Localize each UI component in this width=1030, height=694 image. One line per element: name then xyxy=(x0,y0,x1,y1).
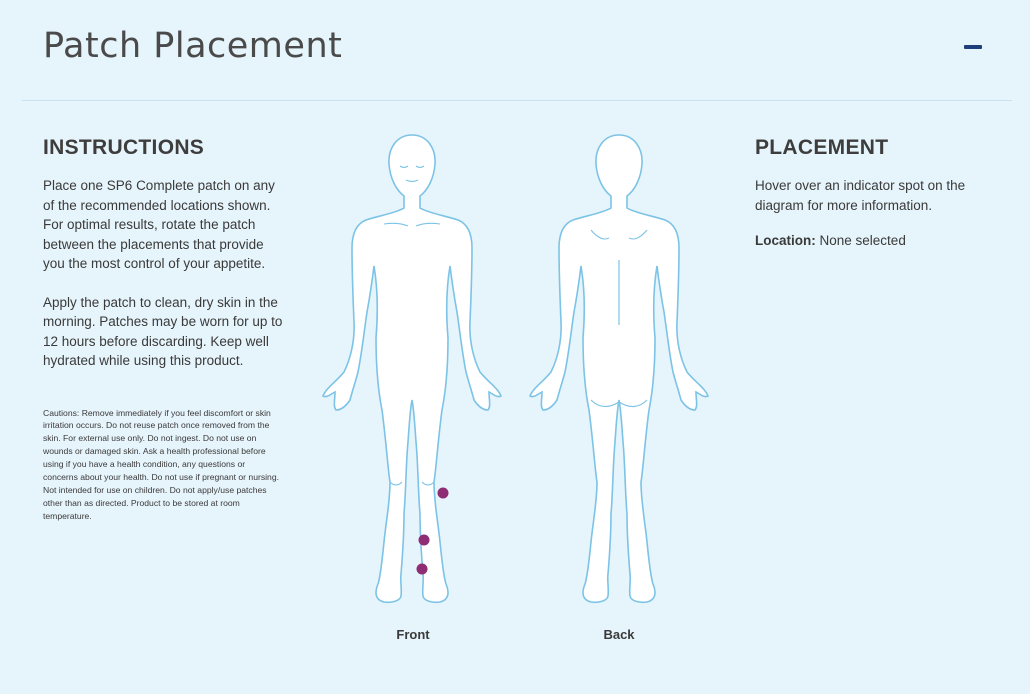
front-figure xyxy=(322,134,502,604)
placement-hint: Hover over an indicator spot on the diag… xyxy=(755,178,966,213)
indicator-spot-3[interactable] xyxy=(416,563,428,575)
front-label: Front xyxy=(396,627,430,642)
cautions-text: Cautions: Remove immediately if you feel… xyxy=(43,407,279,521)
page-header: Patch Placement xyxy=(0,0,1030,100)
minus-icon xyxy=(964,45,982,49)
instructions-paragraph-2: Apply the patch to clean, dry skin in th… xyxy=(43,294,283,369)
instructions-panel: INSTRUCTIONS Place one SP6 Complete patc… xyxy=(43,136,283,523)
location-value: None selected xyxy=(819,233,906,248)
location-line: Location: None selected xyxy=(755,233,995,248)
collapse-button[interactable] xyxy=(958,36,988,58)
page-title: Patch Placement xyxy=(43,26,343,66)
back-figure xyxy=(529,134,709,604)
location-label: Location: xyxy=(755,233,816,248)
header-divider xyxy=(22,100,1012,101)
indicator-spot-1[interactable] xyxy=(437,487,449,499)
back-label: Back xyxy=(603,627,635,642)
body-diagram xyxy=(322,134,709,604)
placement-heading: PLACEMENT xyxy=(755,136,889,159)
instructions-heading: INSTRUCTIONS xyxy=(43,136,205,159)
indicator-spot-2[interactable] xyxy=(418,534,430,546)
placement-panel: PLACEMENT Hover over an indicator spot o… xyxy=(755,136,995,248)
instructions-paragraph-1: Place one SP6 Complete patch on any of t… xyxy=(43,178,275,271)
